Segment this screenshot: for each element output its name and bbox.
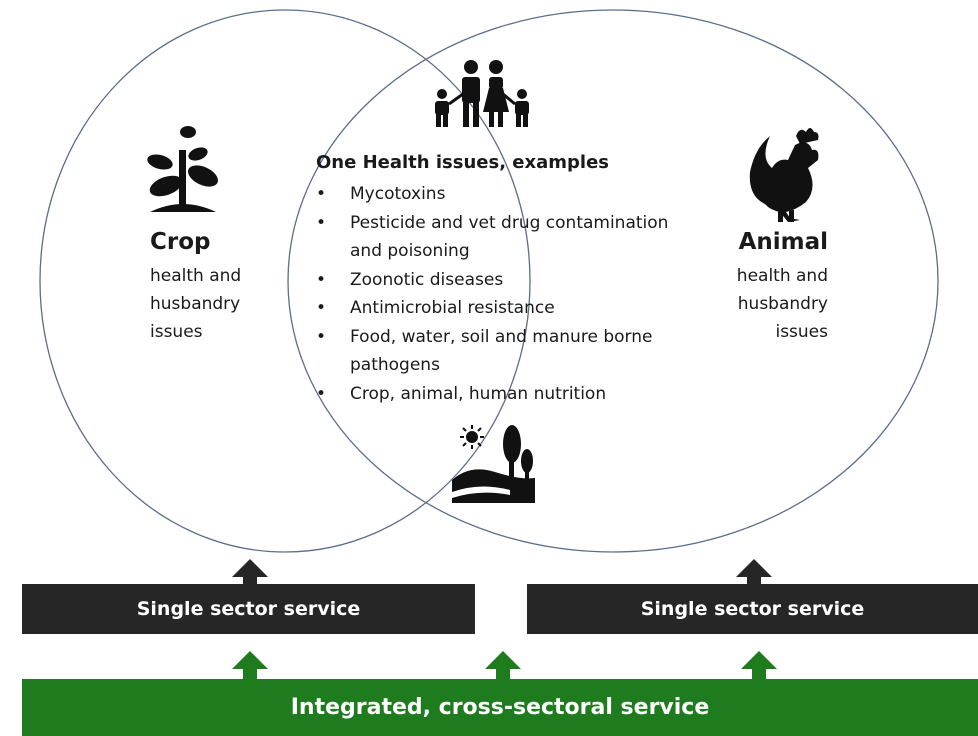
crop-subtitle-line: issues: [150, 322, 203, 342]
crop-subtitle-line: health and: [150, 266, 242, 286]
arrow-up-right-green: [741, 651, 777, 679]
list-item: Antimicrobial resistance: [316, 294, 670, 323]
arrow-up-center-green: [485, 651, 521, 679]
animal-subtitle-line: husbandry: [737, 294, 828, 314]
family-icon: [435, 60, 529, 127]
plant-sprout-icon: [147, 126, 218, 212]
animal-circle: [287, 9, 939, 553]
animal-subtitle: health and husbandry issues: [737, 262, 828, 346]
landscape-icon: [452, 425, 535, 503]
crop-subtitle: health and husbandry issues: [150, 262, 241, 346]
list-item: Mycotoxins: [316, 180, 670, 209]
issues-list: Mycotoxins Pesticide and vet drug contam…: [316, 180, 670, 408]
animal-title: Animal: [738, 229, 828, 255]
single-sector-service-left: Single sector service: [22, 584, 475, 634]
arrow-up-left-dark: [232, 559, 268, 584]
integrated-service-bar: Integrated, cross-sectoral service: [22, 679, 978, 736]
single-sector-service-right: Single sector service: [527, 584, 978, 634]
list-item: Pesticide and vet drug contamination and…: [316, 209, 670, 266]
list-item: Food, water, soil and manure borne patho…: [316, 323, 670, 380]
arrow-up-left-green: [232, 651, 268, 679]
arrow-up-right-dark: [736, 559, 772, 584]
animal-subtitle-line: issues: [775, 322, 828, 342]
arrows: [232, 559, 777, 679]
crop-subtitle-line: husbandry: [150, 294, 241, 314]
rooster-icon: [749, 128, 819, 222]
list-item: Crop, animal, human nutrition: [316, 380, 670, 409]
center-title: One Health issues, examples: [316, 152, 610, 173]
list-item: Zoonotic diseases: [316, 266, 670, 295]
crop-title: Crop: [150, 229, 211, 255]
animal-subtitle-line: health and: [736, 266, 828, 286]
